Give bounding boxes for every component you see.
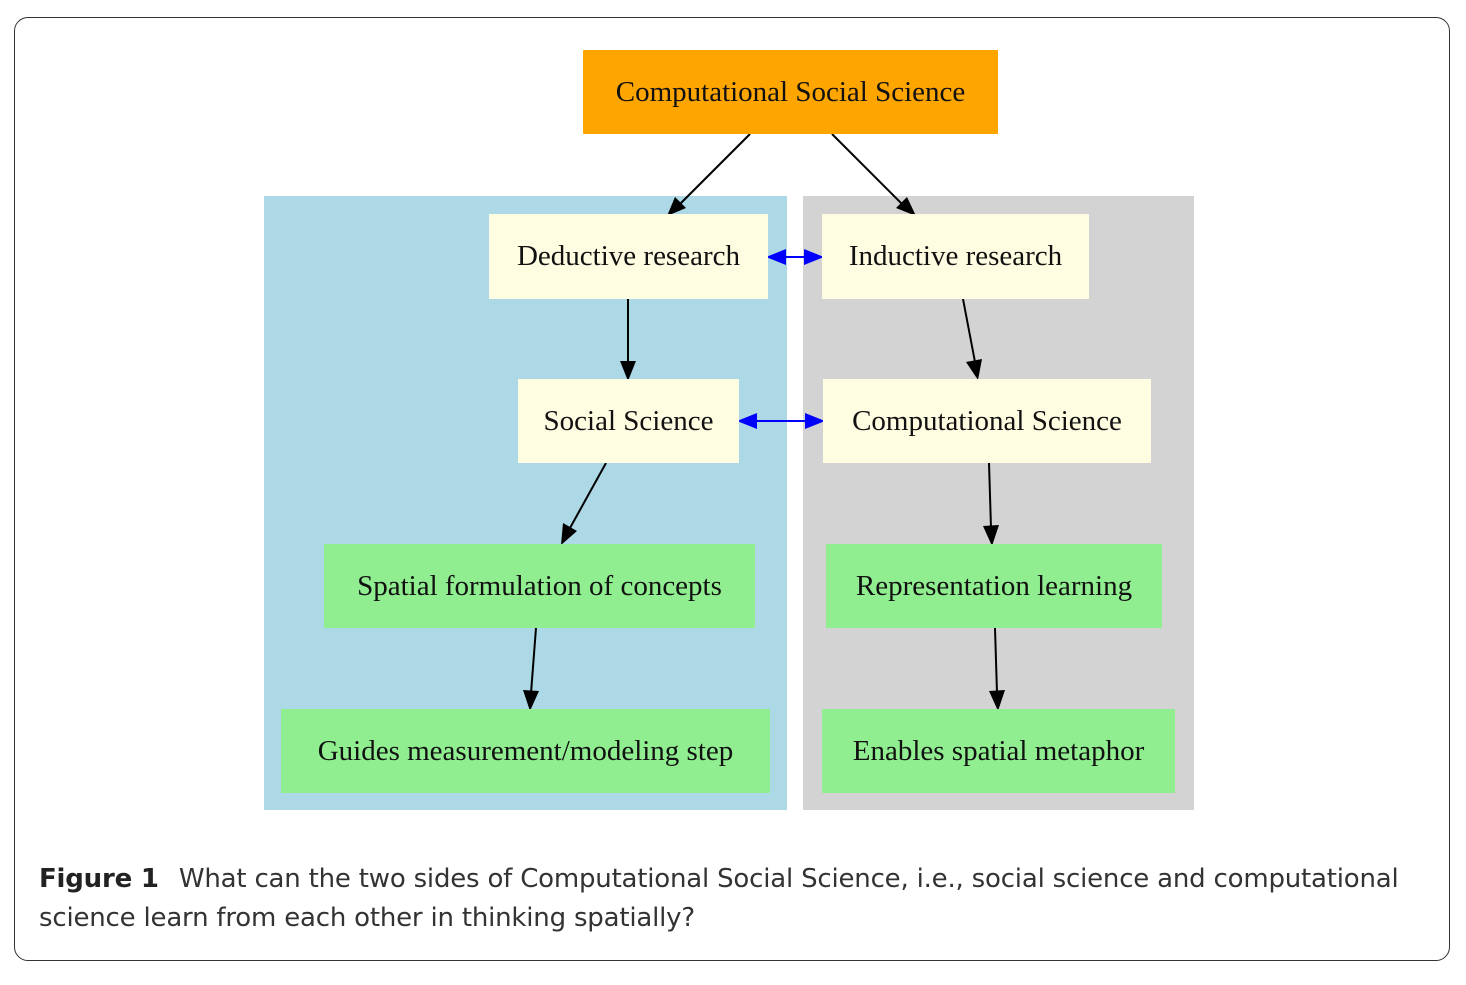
caption-text: What can the two sides of Computational … xyxy=(39,864,1399,933)
edge-representation-learning-to-spatial-metaphor xyxy=(994,627,998,694)
edge-root-to-deductive xyxy=(679,133,751,205)
arrowhead-inductive-side xyxy=(804,249,824,265)
figure-label: Figure 1 xyxy=(39,864,159,894)
arrowhead-computational-side xyxy=(805,413,825,429)
arrowhead-social-science xyxy=(620,361,636,381)
node-deductive-research: Deductive research xyxy=(489,214,768,299)
node-spatial-formulation: Spatial formulation of concepts xyxy=(324,544,755,628)
arrowhead-deductive-side xyxy=(766,249,786,265)
arrowhead-computational-science xyxy=(966,359,982,380)
arrowhead-guides-measurement xyxy=(523,690,539,711)
node-inductive-research: Inductive research xyxy=(822,214,1089,299)
arrowhead-social-side xyxy=(737,413,757,429)
edge-inductive-to-computational-science xyxy=(962,298,976,363)
arrowhead-deductive xyxy=(667,197,686,216)
node-computational-science: Computational Science xyxy=(823,379,1151,463)
node-guides-measurement: Guides measurement/modeling step xyxy=(281,709,770,793)
edge-spatial-formulation-to-guides-measurement xyxy=(530,627,537,694)
arrowhead-spatial-metaphor xyxy=(989,690,1005,711)
figure-caption: Figure 1 What can the two sides of Compu… xyxy=(39,860,1429,938)
node-spatial-metaphor: Enables spatial metaphor xyxy=(822,709,1175,793)
node-social-science: Social Science xyxy=(518,379,739,463)
arrowhead-inductive xyxy=(896,197,916,216)
node-representation-learning: Representation learning xyxy=(826,544,1162,628)
edge-social-science-to-spatial-formulation xyxy=(569,462,607,529)
arrowhead-representation-learning xyxy=(983,525,999,546)
arrowhead-spatial-formulation xyxy=(561,523,577,545)
edge-computational-science-to-representation-learning xyxy=(988,462,992,529)
edge-root-to-inductive xyxy=(831,133,903,205)
node-computational-social-science: Computational Social Science xyxy=(583,50,998,134)
